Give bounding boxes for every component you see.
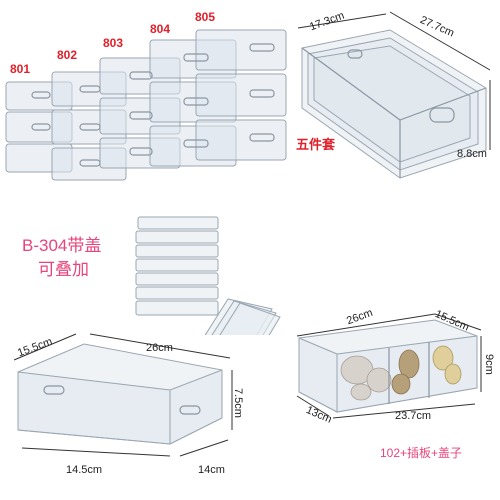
set-title: 五件套 xyxy=(296,137,336,152)
bin-left-bottom-width: 14cm xyxy=(198,464,225,476)
model-label-803: 803 xyxy=(103,36,124,50)
stacked-bins-panel: 801 802 803 804 805 xyxy=(0,0,290,200)
b304-panel: B-304带盖 可叠加 xyxy=(0,205,290,335)
bin-bottom-right-panel: 26cm 15.5cm 9cm 13cm 23.7cm 102+插板+盖子 xyxy=(285,300,500,500)
stacked-bins-illustration xyxy=(5,29,287,181)
bin-left-height: 7.5cm xyxy=(232,388,244,418)
bin-right-bottom-length: 23.7cm xyxy=(395,410,432,422)
model-label-804: 804 xyxy=(150,22,171,36)
model-label-801: 801 xyxy=(10,62,31,76)
b304-title: B-304带盖 xyxy=(22,236,102,255)
b304-subtitle: 可叠加 xyxy=(38,260,89,279)
bin-bottom-left-panel: 15.5cm 26cm 7.5cm 14.5cm 14cm xyxy=(0,330,250,500)
model-label-802: 802 xyxy=(57,48,78,62)
bin-bottom-left-illustration xyxy=(13,333,233,457)
bin-left-bottom-length: 14.5cm xyxy=(66,464,103,476)
b304-illustration xyxy=(135,216,281,335)
five-piece-set-illustration xyxy=(297,11,491,179)
bin-bottom-right-illustration xyxy=(296,313,482,419)
set-height-label: 8.8cm xyxy=(457,148,487,160)
bin-right-caption: 102+插板+盖子 xyxy=(380,446,463,460)
bin-right-height: 9cm xyxy=(483,354,495,375)
model-label-805: 805 xyxy=(195,10,216,24)
five-piece-set-panel: 17.3cm 27.7cm 8.8cm 五件套 xyxy=(290,0,500,200)
bin-left-top-length: 26cm xyxy=(146,342,173,354)
